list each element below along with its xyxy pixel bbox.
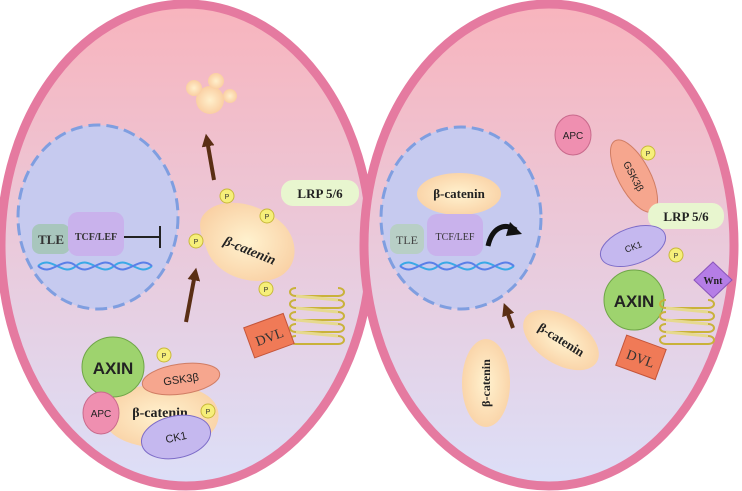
left-tcf-lef-box: TCF/LEF [68,212,124,256]
right-lrp-label: LRP 5/6 [663,209,709,224]
left-lrp-receptor: LRP 5/6 [281,180,359,206]
phospho-group-icon: P [156,347,172,363]
svg-text:P: P [264,287,269,294]
left-tle-box: TLE [32,224,70,254]
complex-gsk3b: GSK3β [141,362,221,396]
right-lrp-receptor: LRP 5/6 [648,203,724,229]
degradation-fragments-icon [186,73,237,114]
right-tcf-lef-box: TCF/LEF [427,214,483,256]
right-beta-catenin-a: β-catenin [523,309,599,371]
right-apc-label: APC [563,131,584,142]
complex-gsk3b-label: GSK3β [163,372,200,389]
right-axin-label: AXIN [614,292,655,311]
right-axin: AXIN [603,269,665,331]
phospho-group-icon: P [668,247,684,263]
left-dvl-box: DVL [243,312,295,359]
arrow-to-nucleus-icon [502,302,515,329]
left-nucleus: TLE TCF/LEF [16,123,180,311]
destruction-complex: β-catenin AXIN GSK3β P APC CK1 P [81,336,221,460]
wnt-label: Wnt [704,276,724,287]
left-frizzled-receptor-icon [289,287,345,345]
right-ck1: CK1 [599,224,667,268]
right-nucleus-beta-catenin-label: β-catenin [433,186,485,201]
right-apc: APC [554,114,592,156]
phospho-group-icon: P [640,145,656,161]
right-cell: β-catenin TLE TCF/LEF APC GSK3β P [359,0,739,491]
phospho-group-icon: P [258,281,274,297]
phospho-group-icon: P [219,188,235,204]
phospho-group-icon: P [188,233,204,249]
arrow-to-beta-catenin-icon [184,267,201,323]
wnt-ligand: Wnt [693,261,733,299]
complex-axin: AXIN [81,336,145,398]
right-nucleus-beta-catenin: β-catenin [417,173,501,215]
svg-text:P: P [265,214,270,221]
svg-text:P: P [646,151,651,158]
svg-text:P: P [225,194,230,201]
complex-ck1: CK1 [140,414,212,460]
right-beta-catenin-b: β-catenin [462,339,510,427]
phospho-group-icon: P [259,208,275,224]
complex-apc: APC [82,391,120,435]
complex-axin-label: AXIN [93,359,134,378]
svg-text:P: P [194,239,199,246]
complex-apc-label: APC [91,409,112,420]
right-frizzled-receptor-icon [659,299,715,345]
phospho-group-icon: P [200,403,216,419]
right-nucleus: β-catenin TLE TCF/LEF [379,125,543,311]
left-tle-label: TLE [38,232,64,247]
right-tcf-lef-label: TCF/LEF [436,232,475,243]
left-cell: TLE TCF/LEF β-catenin P P P P [0,0,376,491]
right-dvl-box: DVL [615,334,667,381]
svg-text:P: P [206,409,211,416]
svg-text:P: P [162,353,167,360]
arrow-to-degradation-icon [201,133,216,181]
complex-ck1-label: CK1 [164,430,187,446]
right-tle-label: TLE [396,233,418,247]
right-tle-box: TLE [390,224,424,254]
svg-text:P: P [674,253,679,260]
left-lrp-label: LRP 5/6 [297,186,343,201]
right-beta-catenin-b-label: β-catenin [479,359,493,407]
left-inhibition-icon [124,226,161,248]
left-tcf-lef-label: TCF/LEF [75,232,117,243]
